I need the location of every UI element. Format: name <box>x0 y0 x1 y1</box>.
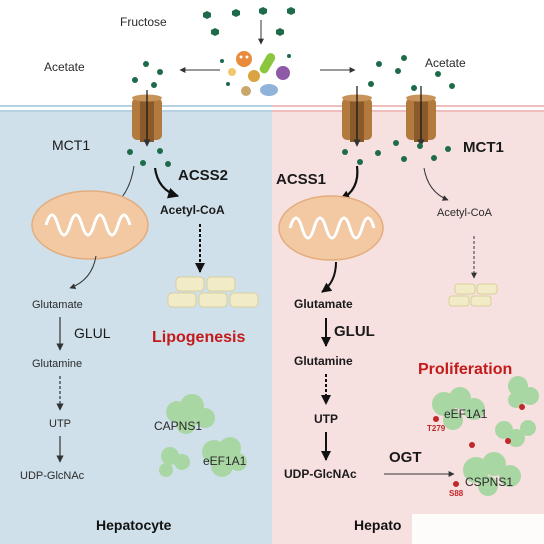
glutamine-label-left: Glutamine <box>32 358 82 370</box>
acetate-to-acetylcoa-arrow-right <box>423 167 449 201</box>
site-t279-label: T279 <box>427 424 446 433</box>
protein-capns1-icon-left <box>166 394 215 434</box>
protein-blob-right-mid <box>495 420 536 447</box>
mitochondrion-icon-left <box>31 190 149 260</box>
mitochondria-to-glutamate-arrow-left <box>69 255 97 289</box>
protein-blob-left-extra <box>159 447 190 477</box>
oglcnac-sites <box>433 404 525 487</box>
utp-label-left: UTP <box>49 418 71 430</box>
gut-microbes-icon <box>220 51 291 96</box>
protein-blob-right-top <box>508 376 539 408</box>
protein-cspns1-icon-right <box>463 452 521 496</box>
glutamate-label-left: Glutamate <box>32 299 83 311</box>
acetate-molecules-left-cell <box>127 148 171 167</box>
ogt-label: OGT <box>389 449 422 466</box>
cspns1-label-right: CSPNS1 <box>465 475 513 489</box>
proliferation-label: Proliferation <box>418 361 512 378</box>
lipogenesis-label: Lipogenesis <box>152 329 245 346</box>
cell-label-right: Hepato <box>354 517 401 533</box>
acss1-label: ACSS1 <box>276 171 326 188</box>
eef1a1-label-left: eEF1A1 <box>203 454 247 468</box>
protein-eef1a1-icon-left <box>202 437 247 477</box>
site-s88-label: S88 <box>449 489 464 498</box>
acetate-label-left: Acetate <box>44 60 85 74</box>
cell-label-left: Hepatocyte <box>96 517 172 533</box>
mitochondrion-icon-right <box>278 195 384 261</box>
utp-label-right: UTP <box>314 412 338 426</box>
fructose-molecules <box>203 7 295 36</box>
acetyl-coa-label-right: Acetyl-CoA <box>437 207 493 219</box>
watermark-overlay <box>412 514 544 544</box>
protein-eef1a1-icon-right <box>432 387 485 430</box>
glul-label-left: GLUL <box>74 325 111 341</box>
acetate-molecules-extracellular <box>132 55 455 91</box>
udp-glcnac-label-right: UDP-GlcNAc <box>284 467 357 481</box>
acss2-label: ACSS2 <box>178 167 228 184</box>
udp-glcnac-label-left: UDP-GlcNAc <box>20 470 85 482</box>
acetate-molecules-right-cell <box>342 140 451 165</box>
acetate-to-acetylcoa-arrow-left <box>153 167 180 199</box>
glutamate-label-right: Glutamate <box>294 297 353 311</box>
mct1-label-left: MCT1 <box>52 137 90 153</box>
mitochondria-to-glutamate-arrow-right <box>321 261 337 293</box>
glutamine-label-right: Glutamine <box>294 354 353 368</box>
acetate-label-right: Acetate <box>425 56 466 70</box>
eef1a1-label-right: eEF1A1 <box>444 407 488 421</box>
fructose-label: Fructose <box>120 15 167 29</box>
capns1-label-left: CAPNS1 <box>154 419 202 433</box>
mct1-label-right: MCT1 <box>463 139 504 156</box>
acetyl-coa-label-left: Acetyl-CoA <box>160 203 225 217</box>
glul-label-right: GLUL <box>334 323 375 340</box>
lipid-droplets-icon <box>167 276 259 308</box>
lipid-droplets-icon-right <box>448 283 498 307</box>
